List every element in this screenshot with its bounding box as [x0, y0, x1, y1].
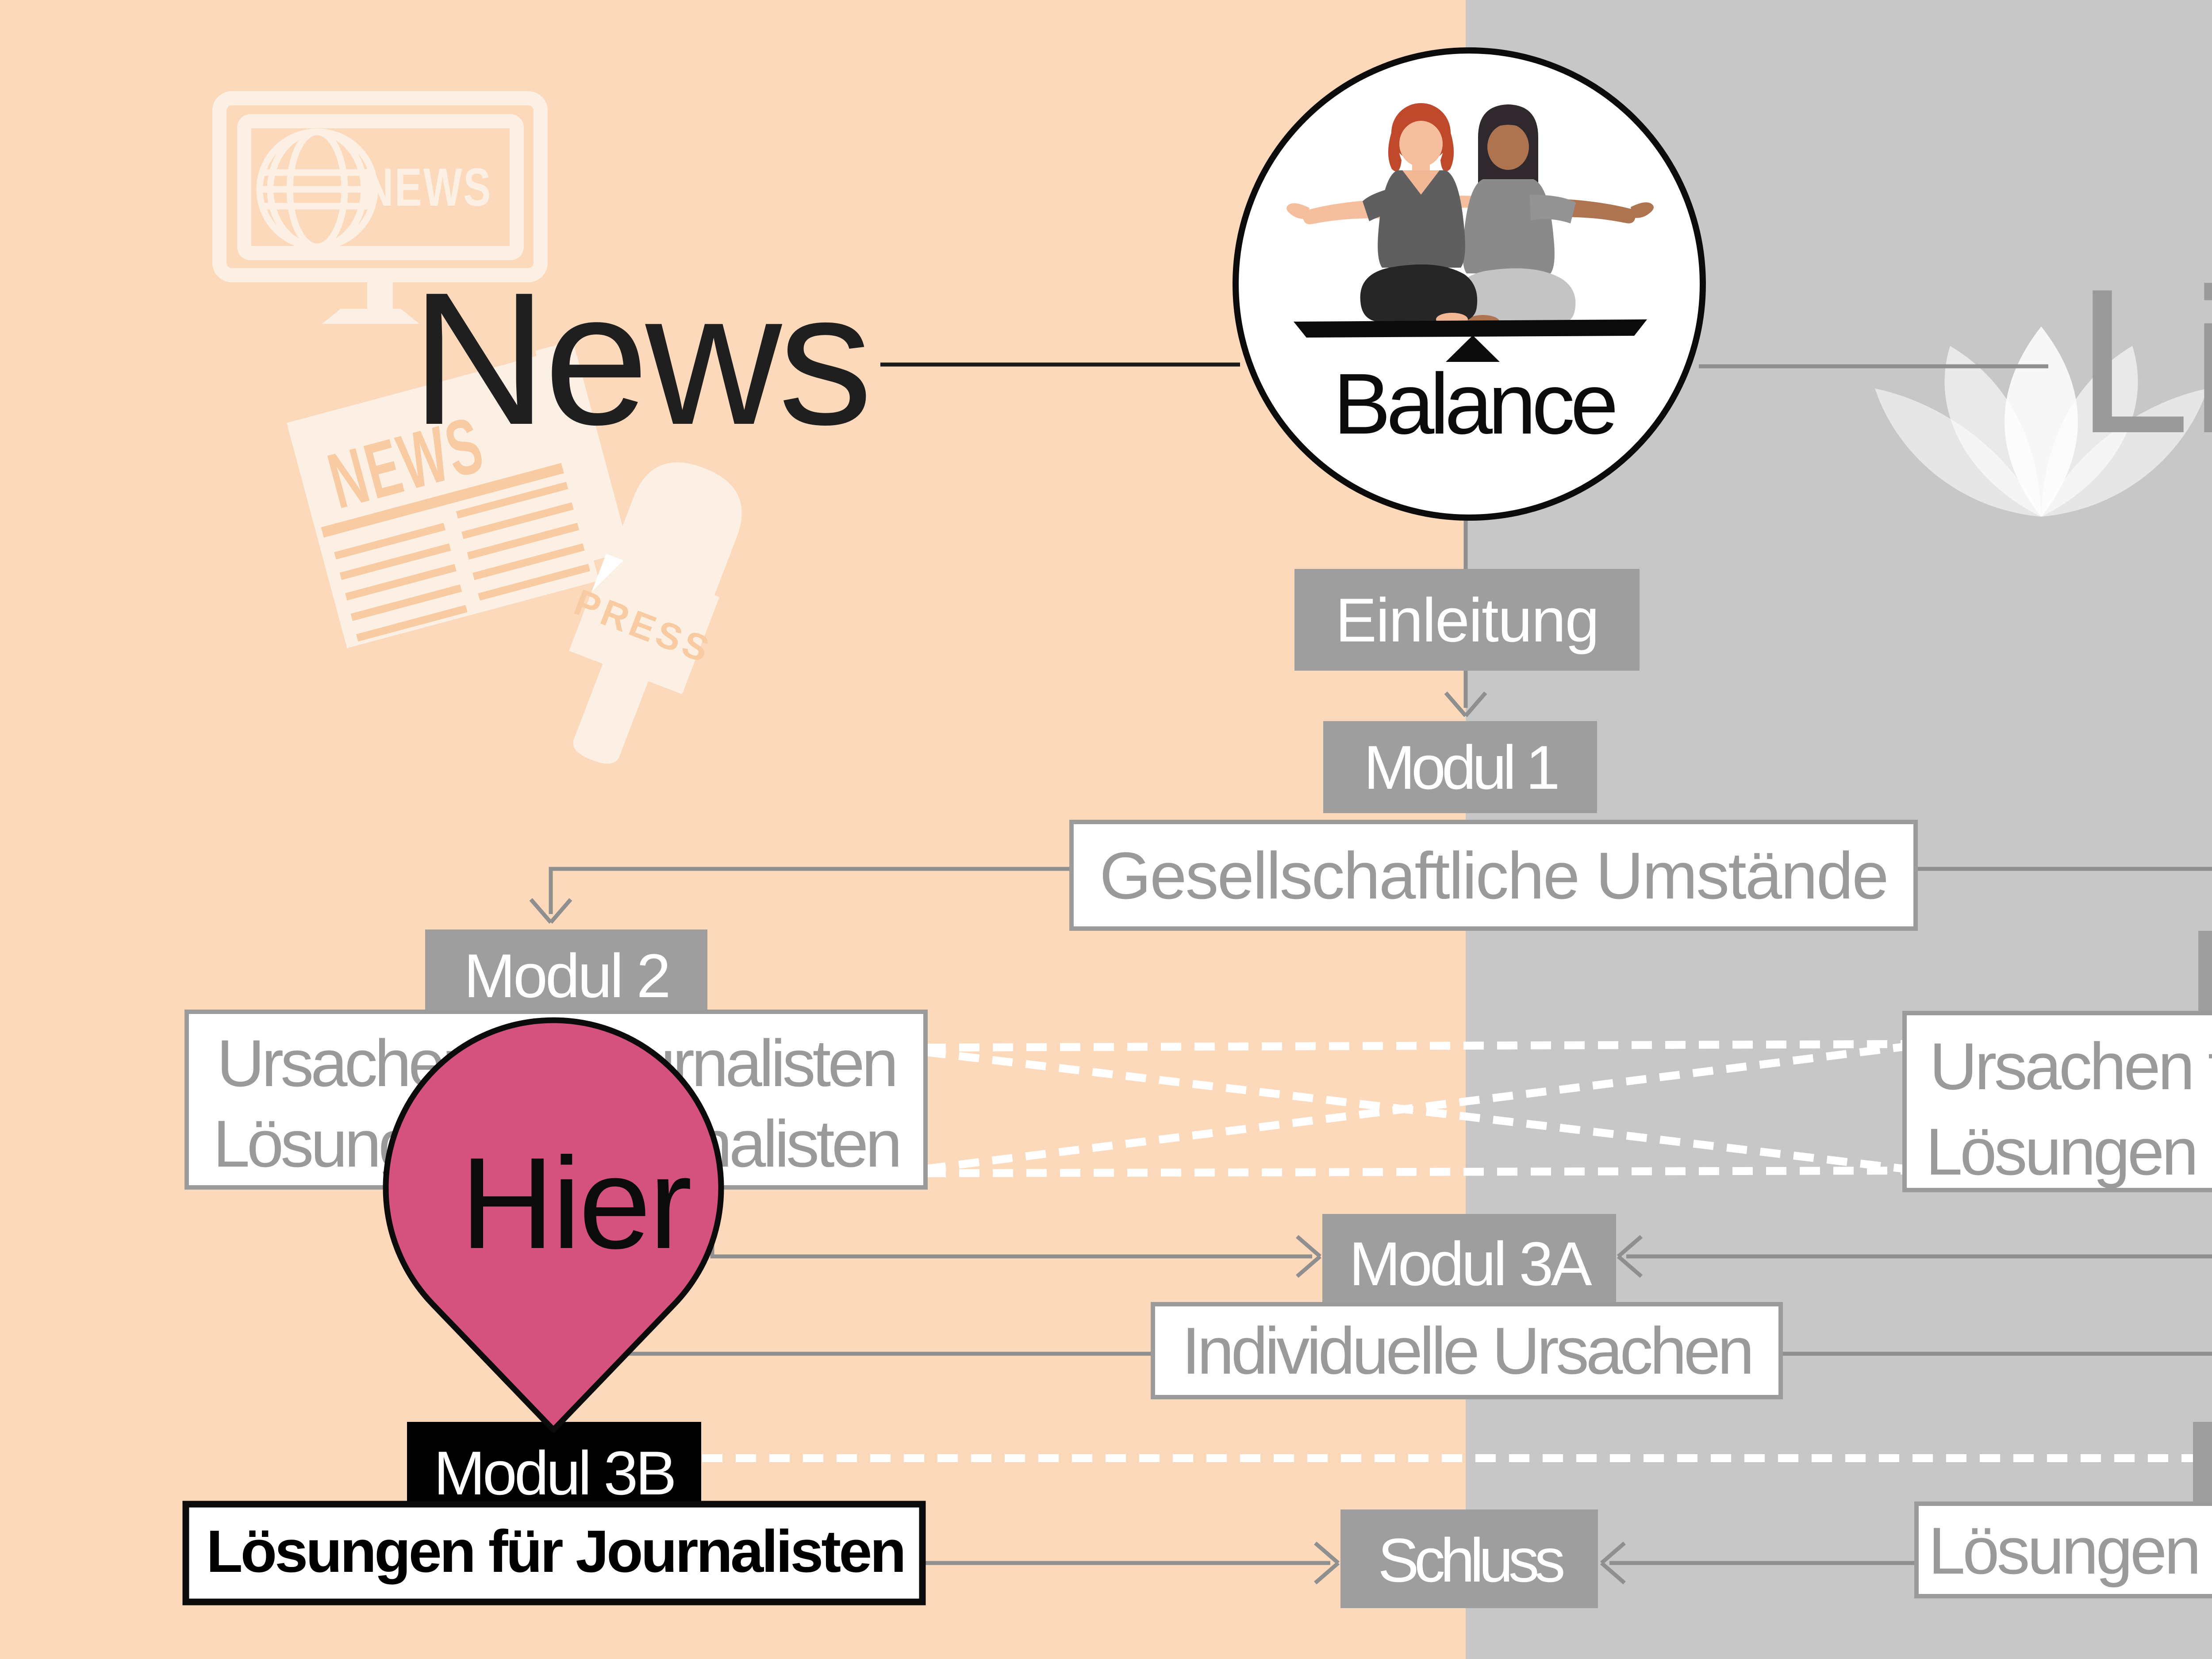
svg-text:Ursachen für Mediennutzende: Ursachen für Mediennutzende	[1929, 1029, 2212, 1103]
svg-text:Gesellschaftliche Umstände: Gesellschaftliche Umstände	[1099, 838, 1887, 913]
svg-text:NEWS: NEWS	[364, 157, 492, 217]
svg-text:Modul 2: Modul 2	[464, 941, 668, 1010]
svg-text:Lösungen für Journalisten: Lösungen für Journalisten	[206, 1518, 904, 1585]
svg-text:Lösungen für Mediennutzende: Lösungen für Mediennutzende	[1926, 1114, 2212, 1189]
svg-text:Modul 1: Modul 1	[1363, 733, 1557, 802]
svg-text:Lösungen für Mediennutzende: Lösungen für Mediennutzende	[1928, 1513, 2212, 1588]
svg-text:Individuelle Ursachen: Individuelle Ursachen	[1182, 1313, 1751, 1388]
svg-text:Modul 3A: Modul 3A	[1349, 1229, 1592, 1298]
svg-text:Hier: Hier	[460, 1131, 691, 1276]
svg-text:Modul 3B: Modul 3B	[434, 1438, 674, 1508]
svg-text:Life: Life	[2076, 246, 2212, 476]
svg-text:Einleitung: Einleitung	[1336, 585, 1599, 655]
svg-text:Schluss: Schluss	[1378, 1525, 1563, 1595]
svg-text:News: News	[411, 253, 869, 464]
svg-text:Balance: Balance	[1333, 356, 1615, 452]
